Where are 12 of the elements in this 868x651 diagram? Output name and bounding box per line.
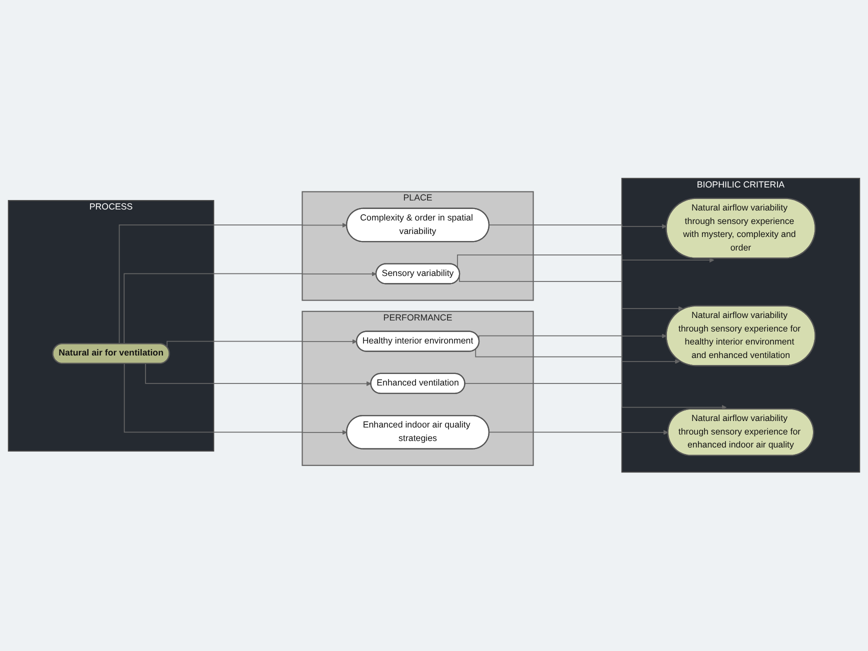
arrow [475,258,714,358]
arrow [145,364,372,386]
arrow [464,359,680,384]
arrow [118,223,348,344]
arrow [166,339,358,348]
arrow [124,364,348,436]
arrow [488,224,667,230]
arrow [478,334,667,340]
arrow [457,254,727,410]
arrow [124,272,376,344]
arrow [458,276,684,312]
arrow [488,430,668,436]
